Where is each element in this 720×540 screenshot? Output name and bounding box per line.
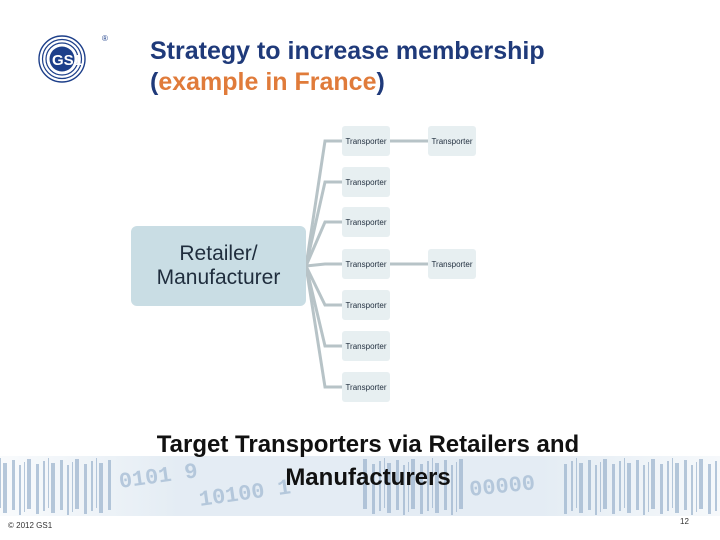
connector-line — [304, 265, 342, 389]
transporter-node: Transporter — [428, 249, 476, 279]
connector-line — [305, 262, 342, 268]
connector-line — [304, 180, 342, 267]
connector-line — [304, 139, 342, 267]
slide-subtitle: Target Transporters via Retailers and Ma… — [100, 428, 636, 494]
barcode-background: 0101 9 10100 1 00000 — [0, 456, 720, 516]
subtitle-line-1: Target Transporters via Retailers and — [156, 431, 580, 458]
root-label-line-2: Manufacturer — [156, 266, 281, 289]
registered-mark: ® — [102, 34, 108, 43]
connector-line — [304, 265, 342, 348]
transporter-node: Transporter — [342, 372, 390, 402]
connector-line — [304, 265, 342, 307]
transporter-node: Transporter — [342, 290, 390, 320]
transporter-node: Transporter — [342, 249, 390, 279]
copyright-text: © 2012 GS1 — [8, 521, 53, 530]
transporter-node: Transporter — [342, 126, 390, 156]
title-line-1: Strategy to increase membership — [150, 37, 545, 65]
logo-text: GS1 — [52, 52, 82, 69]
page-number: 12 — [680, 517, 689, 526]
slide-title: Strategy to increase membership (example… — [150, 36, 690, 98]
gs1-logo-icon: GS1 — [38, 35, 86, 83]
transporter-node: Transporter — [342, 207, 390, 237]
title-line-2: (example in France) — [150, 68, 385, 96]
retailer-manufacturer-node: Retailer/ Manufacturer — [131, 226, 306, 306]
transporter-node: Transporter — [428, 126, 476, 156]
transporter-node: Transporter — [342, 167, 390, 197]
connector-line — [304, 220, 342, 267]
root-label-line-1: Retailer/ — [179, 242, 258, 265]
subtitle-line-2: Manufacturers — [285, 464, 451, 491]
transporter-node: Transporter — [342, 331, 390, 361]
title-highlight: example in France — [158, 68, 377, 96]
